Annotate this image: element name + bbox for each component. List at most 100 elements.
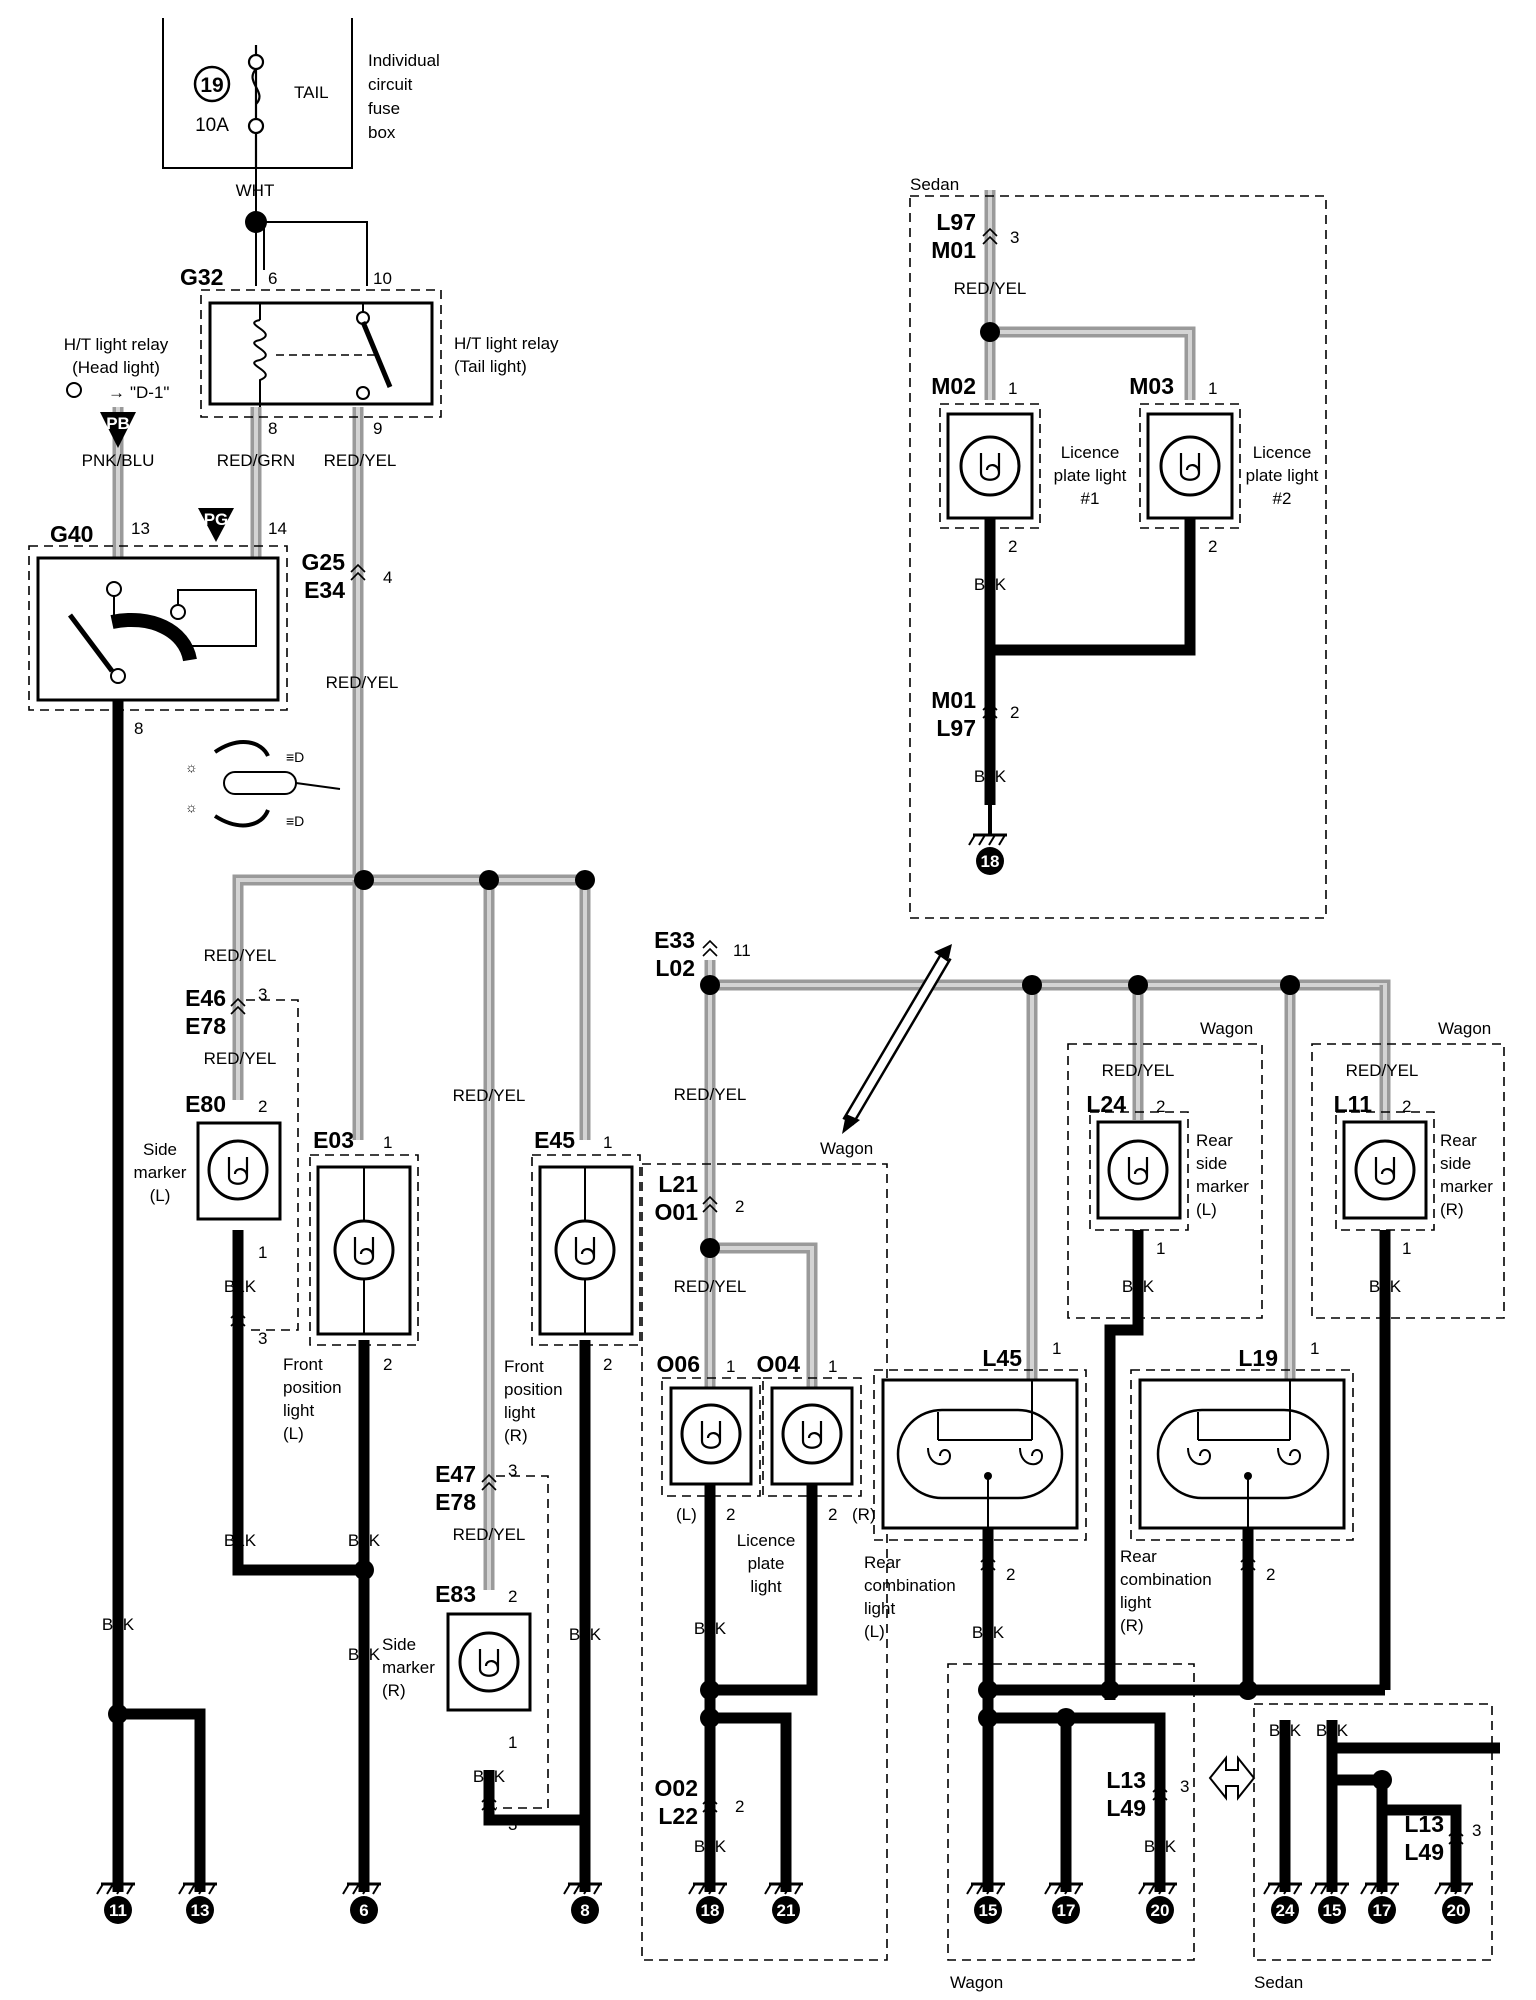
- component-label: Front: [283, 1355, 323, 1374]
- rear-ground-wagon: L13 L49 3 BLK Wagon: [947, 1663, 1195, 1992]
- fuse-rating: 10A: [195, 115, 229, 136]
- pin-number: 1: [726, 1357, 735, 1376]
- wire-label: RED/YEL: [954, 279, 1027, 298]
- pin-number: 1: [508, 1733, 517, 1752]
- wire-label: BLK: [694, 1837, 727, 1856]
- component-id: E83: [435, 1581, 476, 1607]
- pin-number: 2: [383, 1355, 392, 1374]
- switch-stalk-icon: ≡D ☼ ☼ ≡D: [185, 740, 341, 829]
- connector-id: G40: [50, 521, 93, 547]
- connector-id: L13: [1404, 1811, 1444, 1837]
- pin-number: 2: [828, 1505, 837, 1524]
- pin-number: 2: [1006, 1565, 1015, 1584]
- pin-number: 3: [1180, 1777, 1189, 1796]
- wire-label: BLK: [972, 1623, 1005, 1642]
- fuse-box: 19 TAIL 10A Individual circuit fuse box …: [162, 18, 440, 200]
- pin-number: 10: [373, 269, 392, 288]
- component-id: O06: [657, 1351, 700, 1377]
- wire-label: RED/YEL: [1102, 1061, 1175, 1080]
- svg-text:☼: ☼: [185, 759, 198, 775]
- wire-label: BLK: [348, 1645, 381, 1664]
- relay-tail-light: G32 6 10 8 9 H/T light relay (Tail light…: [180, 211, 559, 470]
- component-label: (L): [864, 1622, 885, 1641]
- pin-number: 1: [1208, 379, 1217, 398]
- component-label: (L): [283, 1424, 304, 1443]
- component-label: combination: [864, 1576, 956, 1595]
- component-label: light: [864, 1599, 895, 1618]
- pin-number: 9: [373, 419, 382, 438]
- svg-text:≡D: ≡D: [286, 749, 304, 765]
- reference: "D-1": [130, 383, 169, 402]
- connector-id: L49: [1106, 1795, 1146, 1821]
- pin-number: 13: [131, 519, 150, 538]
- ground-number: 17: [1057, 1901, 1076, 1920]
- pin-number: 14: [268, 519, 287, 538]
- component-id: L11: [1334, 1091, 1373, 1117]
- component-id: L45: [982, 1345, 1022, 1371]
- component-label: position: [283, 1378, 342, 1397]
- pin-number: 1: [828, 1357, 837, 1376]
- rear-combination-light-left: L45 1 2 Rear combination light (L) BLK: [864, 1339, 1087, 1642]
- pin-number: 1: [1052, 1339, 1061, 1358]
- connector-id: E78: [185, 1013, 226, 1039]
- wire-label: RED/YEL: [326, 673, 399, 692]
- wire-label: PNK/BLU: [82, 451, 155, 470]
- connector-id: E34: [304, 577, 345, 603]
- pin-number: 1: [258, 1243, 267, 1262]
- connector-id: E47: [435, 1461, 476, 1487]
- connector-id: L02: [655, 955, 695, 981]
- pin-number: 8: [268, 419, 277, 438]
- component-label: Licence: [1061, 443, 1120, 462]
- component-label: side: [1440, 1154, 1471, 1173]
- fuse-number: 19: [200, 74, 223, 97]
- ground-number: 20: [1151, 1901, 1170, 1920]
- ground-number: 6: [359, 1901, 368, 1920]
- ground-number: 17: [1373, 1901, 1392, 1920]
- rear-combination-light-right: L19 1 2 Rear combination light (R): [1120, 1339, 1354, 1635]
- variant-label: Wagon: [1438, 1019, 1491, 1038]
- rear-side-marker-left: Wagon RED/YEL L24 2 1 Rear side marker (…: [1067, 1019, 1263, 1319]
- connector-id: E78: [435, 1489, 476, 1515]
- eye-icon: [66, 382, 82, 398]
- connector-id: M01: [931, 687, 976, 713]
- pin-number: 2: [603, 1355, 612, 1374]
- component-label: marker: [134, 1163, 187, 1182]
- pin-number: 3: [508, 1815, 517, 1834]
- ground-number: 15: [979, 1901, 998, 1920]
- wire-label: BLK: [1122, 1277, 1155, 1296]
- component-id: L19: [1238, 1345, 1278, 1371]
- connector-id: G25: [302, 549, 346, 575]
- wire-label: BLK: [224, 1531, 257, 1550]
- wire-label: RED/YEL: [453, 1086, 526, 1105]
- connector-id: G32: [180, 264, 223, 290]
- component-label: (L): [1196, 1200, 1217, 1219]
- component-label: plate: [748, 1554, 785, 1573]
- pin-number: 6: [268, 269, 277, 288]
- pin-number: 2: [735, 1197, 744, 1216]
- badge-pg-icon: [198, 508, 234, 542]
- component-label: combination: [1120, 1570, 1212, 1589]
- pin-number: 1: [1156, 1239, 1165, 1258]
- pin-number: 4: [383, 568, 392, 587]
- badge-pb-icon: [100, 412, 136, 448]
- ground-number: 20: [1447, 1901, 1466, 1920]
- rear-harness-connector: E33 L02 11 RED/YEL: [654, 927, 952, 1134]
- component-label: marker: [1196, 1177, 1249, 1196]
- connector-id: O02: [655, 1775, 698, 1801]
- pin-number: 2: [726, 1505, 735, 1524]
- pin-number: 1: [1310, 1339, 1319, 1358]
- relay-label: H/T light relay: [64, 335, 169, 354]
- ground-number: 24: [1276, 1901, 1295, 1920]
- connector-id: L97: [936, 715, 976, 741]
- side-marker-left: RED/YEL E46 E78 3 RED/YEL E80 2 1 Side m…: [134, 946, 299, 1550]
- ground-number: 8: [580, 1901, 589, 1920]
- component-id: E03: [313, 1127, 354, 1153]
- ground-number: 15: [1323, 1901, 1342, 1920]
- pin-number: 2: [1008, 537, 1017, 556]
- component-label: Rear: [1196, 1131, 1233, 1150]
- pin-number: 11: [733, 941, 751, 960]
- component-label: plate light: [1054, 466, 1127, 485]
- wire-label: BLK: [473, 1767, 506, 1786]
- fuse-box-label: fuse: [368, 99, 400, 118]
